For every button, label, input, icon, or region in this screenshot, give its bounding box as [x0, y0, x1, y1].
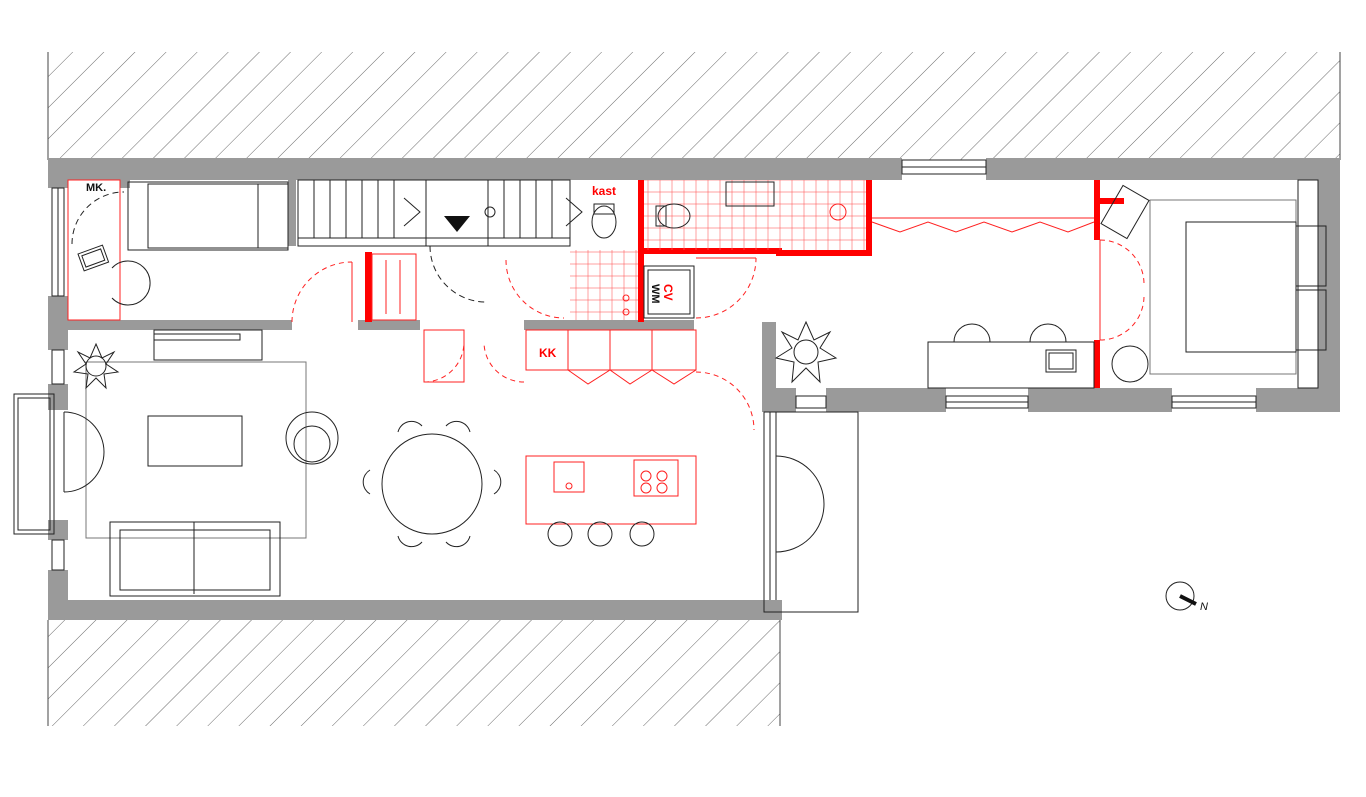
toilet-icon [591, 203, 691, 239]
neighbour-hatch-top [47, 52, 1341, 160]
label-kk: KK [539, 346, 557, 360]
study-corner [67, 179, 289, 321]
office-desk [927, 323, 1095, 389]
dining-table [362, 420, 502, 548]
bed-icon [1100, 184, 1327, 383]
plant-icon [72, 342, 120, 390]
wardrobe-doors [871, 217, 1095, 233]
label-kast: kast [592, 184, 616, 198]
compass-icon [1165, 581, 1197, 611]
new-walls [365, 180, 1124, 388]
sink-icon [622, 181, 847, 316]
stair-icon [297, 179, 583, 321]
plant-icon [774, 320, 838, 384]
tiled-areas [570, 180, 866, 320]
balcony [763, 411, 859, 613]
windows [13, 159, 1319, 571]
north-label: N [1200, 601, 1208, 613]
laptop-icon [77, 244, 110, 272]
kitchen-units [525, 329, 697, 385]
living-room-furniture [63, 329, 339, 597]
neighbour-hatch-bottom [47, 620, 781, 726]
label-cv: CV [661, 284, 675, 301]
label-wm: WM [649, 284, 661, 304]
kitchen-island [525, 455, 697, 547]
label-meterkast: MK. [86, 182, 106, 194]
laptop-icon [1045, 349, 1077, 373]
wm-cv-unit [643, 265, 695, 319]
doors [291, 239, 1145, 431]
existing-walls [48, 158, 1340, 620]
